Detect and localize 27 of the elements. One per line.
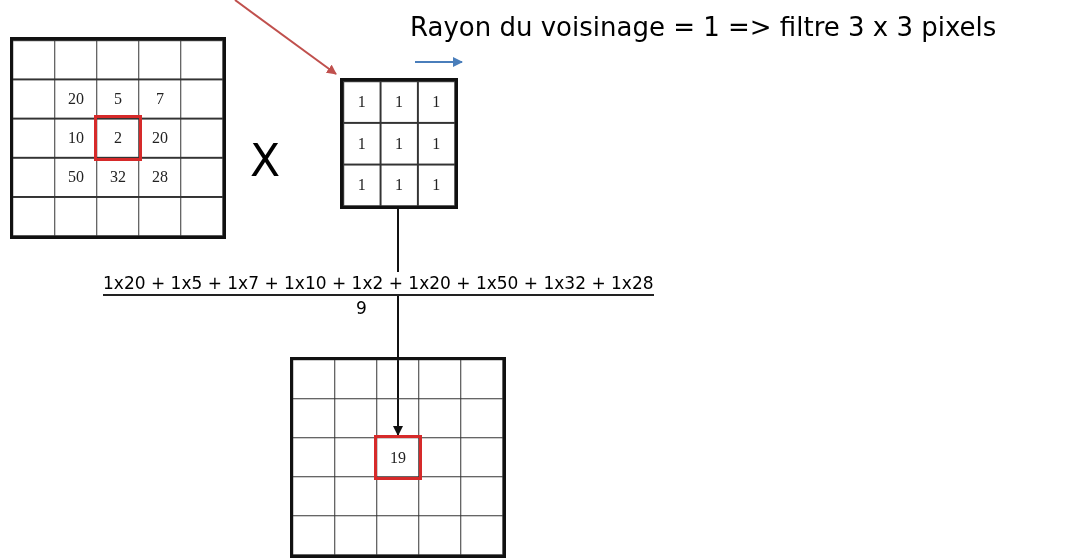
cell-value: 1 (395, 134, 403, 153)
cell-value: 32 (110, 168, 126, 187)
highlighted-cell (374, 435, 422, 480)
cell-value: 2 (114, 129, 122, 147)
cell-value: 1 (357, 176, 366, 195)
cell-value: 50 (68, 168, 84, 187)
cell-value: 5 (114, 89, 122, 108)
cell-value: 1 (357, 134, 366, 153)
cell-value: 20 (152, 129, 168, 147)
cell-value: 19 (390, 448, 406, 467)
arrow (393, 208, 403, 436)
cell-value: 1 (432, 176, 441, 195)
formula-numerator: 1x20 + 1x5 + 1x7 + 1x10 + 1x2 + 1x20 + 1x50 + 1x32 + 1x28 (103, 272, 654, 296)
cell-value: 28 (152, 168, 168, 187)
cell-value: 1 (395, 92, 403, 111)
cell-value: 1 (395, 176, 403, 195)
cell-value: 20 (68, 89, 84, 108)
highlighted-cell (94, 115, 142, 161)
cell-value: 1 (357, 92, 366, 111)
cell-value: 7 (156, 89, 164, 108)
filter-grid (340, 78, 458, 209)
arrow (234, 0, 337, 75)
pixel-grid (10, 37, 226, 239)
cell-value: 10 (68, 129, 84, 147)
cell-value: 1 (432, 92, 441, 111)
output-grid (290, 357, 506, 558)
cell-value: 1 (432, 134, 441, 153)
